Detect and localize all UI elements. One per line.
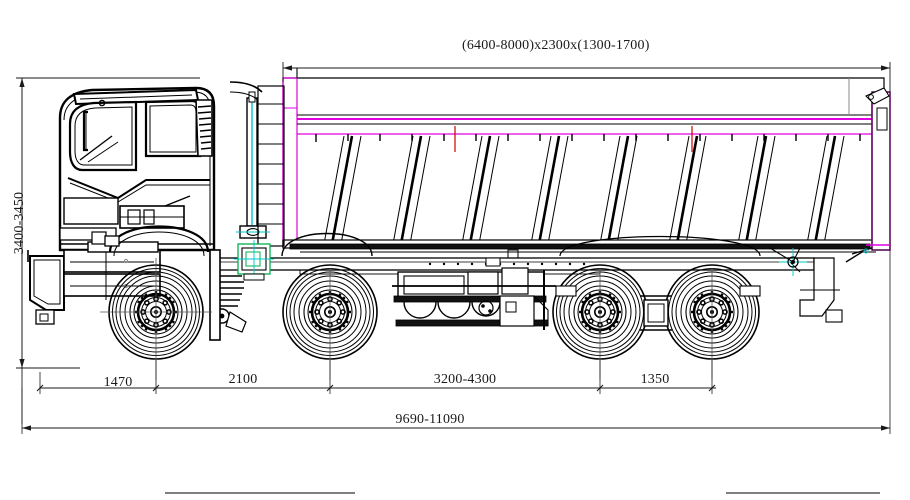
dimline-body-box [282,62,891,94]
overall-height-label: 3400-3450 [12,191,27,255]
truck-cab [58,86,216,252]
dump-body [282,67,891,263]
access-ladder [229,81,285,247]
chassis-equipment [392,249,556,330]
dimline-overall-length [21,94,891,434]
front-end [27,225,761,325]
wheel-axle-1 [100,258,212,380]
exhaust-stack [236,91,270,239]
axle2-to-axle3-label: 3200-4300 [433,372,497,387]
axle1-to-axle2-label: 2100 [228,372,258,387]
overall-length-label: 9690-11090 [395,412,465,427]
dimline-wheelbase-chain [36,360,716,394]
front-overhang-label: 1470 [103,375,133,390]
body-box-dimension-label: (6400-8000)x2300x(1300-1700) [462,38,650,53]
hoist-cylinder [209,240,274,341]
tandem-suspension [555,285,761,331]
chassis-frame [209,247,843,323]
rear-tandem-spacing-label: 1350 [640,372,670,387]
